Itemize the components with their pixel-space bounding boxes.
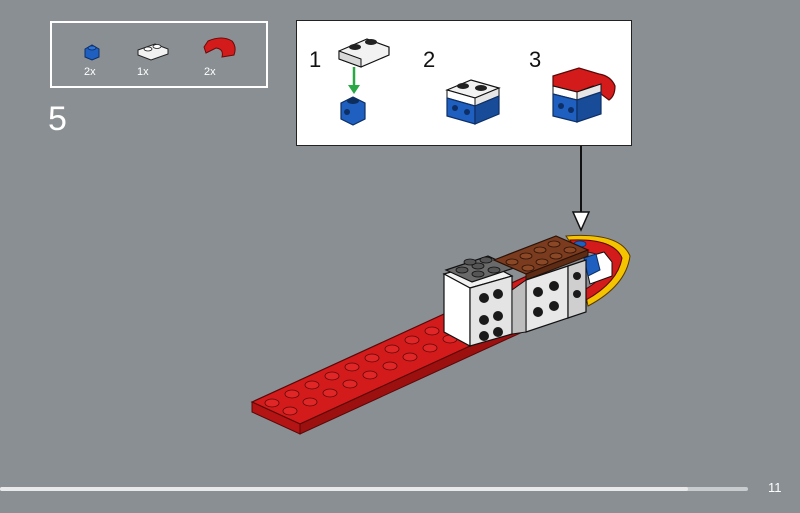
substep-1-label: 1 (309, 47, 322, 72)
progress-fill (0, 487, 689, 491)
parts-list-box: 2x 1x 2x (50, 21, 268, 88)
substep-1-illustration (338, 38, 390, 126)
callout-arrow-icon (571, 146, 591, 232)
red-slope-count: 2x (204, 66, 216, 78)
white-block-back (511, 259, 587, 335)
green-arrow-icon (348, 67, 360, 94)
white-plate-icon (338, 38, 390, 68)
substep-3-illustration (552, 67, 616, 123)
white-plate-count: 1x (137, 66, 149, 78)
substep-2-illustration (445, 79, 501, 125)
gray-plate (444, 255, 516, 283)
red-curved-slope-part-icon (203, 37, 236, 58)
blue-brick-count: 2x (84, 66, 96, 78)
substep-2-label: 2 (423, 47, 436, 72)
subassembly-callout: 1 2 3 (296, 20, 632, 146)
blue-brick-icon (340, 96, 366, 126)
blue-brick-part-icon (84, 44, 100, 61)
white-plate-part-icon (137, 43, 169, 61)
brown-plate (492, 235, 590, 281)
progress-bar (0, 487, 748, 491)
step-number: 5 (48, 100, 67, 138)
substep-3-label: 3 (529, 47, 542, 72)
page-number: 11 (768, 480, 782, 495)
